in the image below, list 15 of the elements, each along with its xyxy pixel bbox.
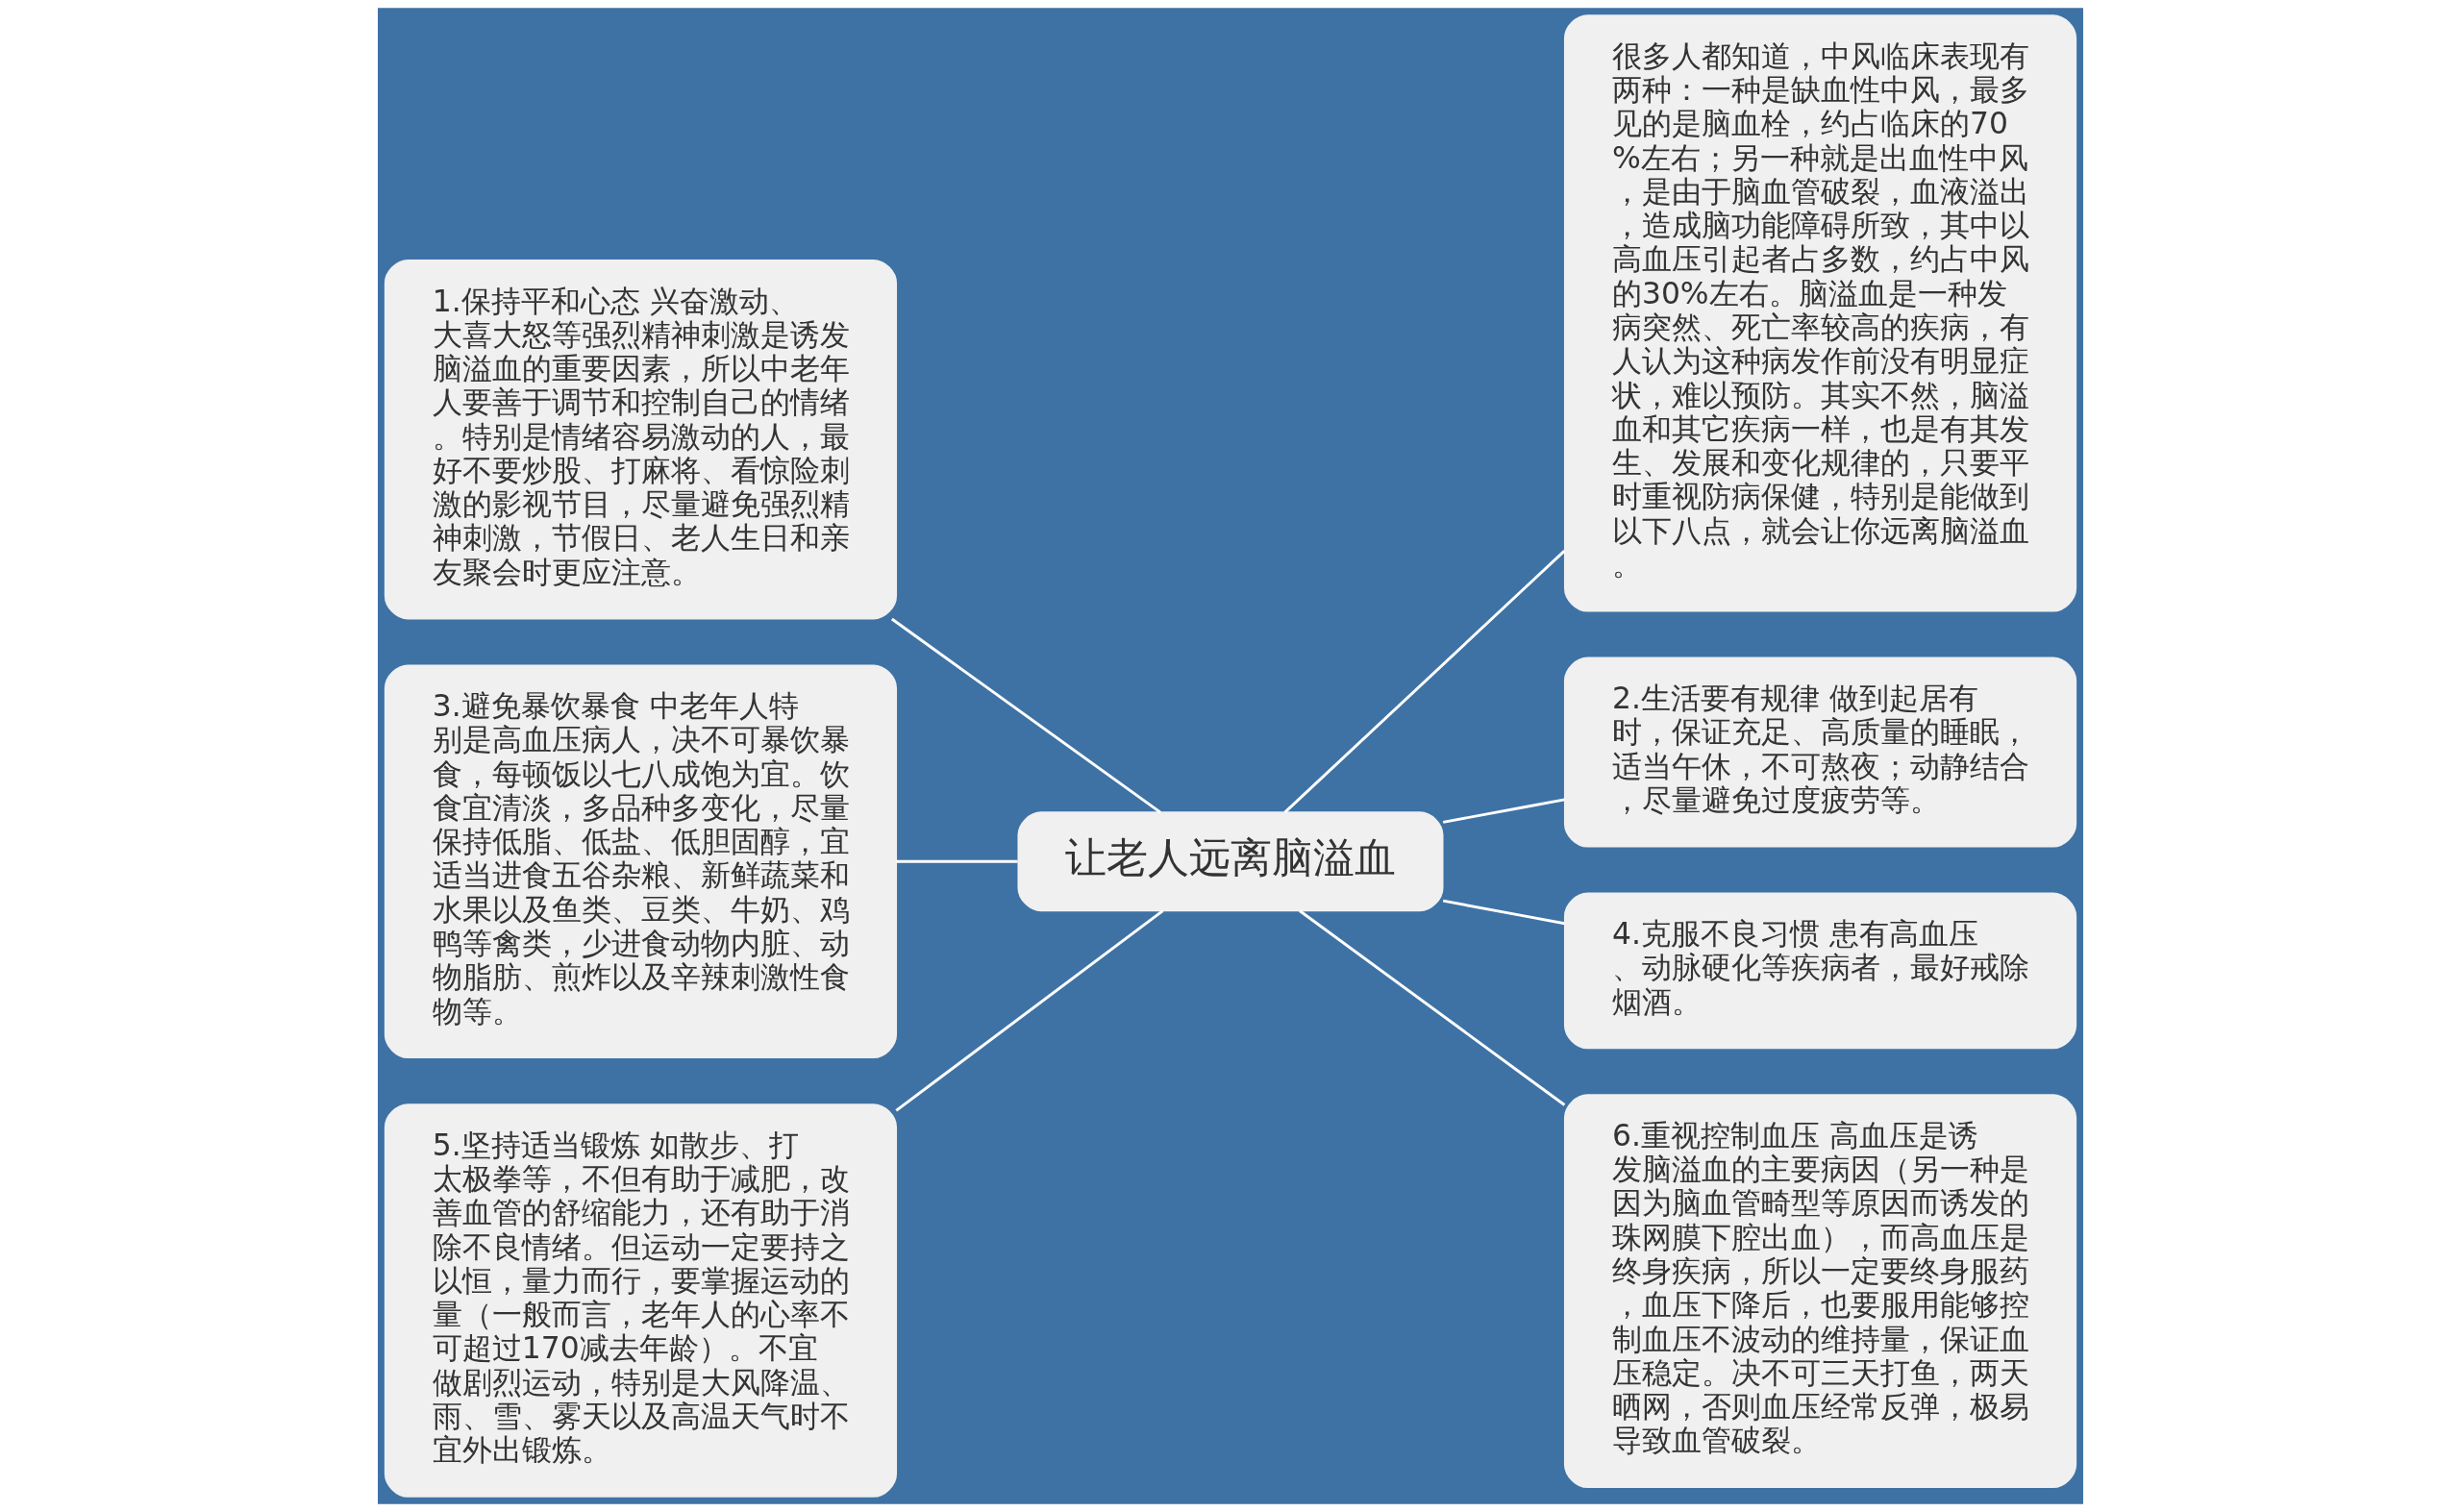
node-box: 让老人远离脑溢血 [1017,811,1444,912]
connector [1299,909,1566,1106]
node-box: 5.坚持适当锻炼 如散步、打太极拳等，不但有助于减肥，改善血管的舒缩能力，还有助于消除不良情绪。但运动一定要持之以恒，量力而行，要掌握运动的量（一般而言，老年人的心率不可超过170减去年龄）。不宜做剧烈运动，特别是大风降温、雨、雪、雾天以及高温天气时不宜外出锻炼。 [384,1103,898,1498]
node-box: 很多人都知道，中风临床表现有两种：一种是缺血性中风，最多见的是脑血栓，约占临床的70%左右；另一种就是出血性中风，是由于脑血管破裂，血液溢出，造成脑功能障碍所致，其中以高血压引起者占多数，约占中风的30%左右。脑溢血是一种发病突然、死亡率较高的疾病，有人认为这种病发作前没有明显症状，难以预防。其实不然，脑溢血和其它疾病一样，也是有其发生、发展和变化规律的，只要平时重视防病保健，特别是能做到以下八点，就会让你远离脑溢血。 [1563,14,2077,612]
node-box: 4.克服不良习惯 患有高血压、动脉硬化等疾病者，最好戒除烟酒。 [1563,892,2077,1050]
connector [890,617,1161,814]
node-box: 2.生活要有规律 做到起居有时，保证充足、高质量的睡眠，适当午休，不可熬夜；动静结合，尽量避免过度疲劳等。 [1563,657,2077,848]
node-box: 6.重视控制血压 高血压是诱发脑溢血的主要病因（另一种是因为脑血管畸型等原因而诱发的珠网膜下腔出血），而高血压是终身疾病，所以一定要终身服药，血压下降后，也要服用能够控制血压不波动的维持量，保证血压稳定。决不可三天打鱼，两天晒网，否则血压经常反弹，极易导致血管破裂。 [1563,1094,2077,1489]
node-box: 1.保持平和心态 兴奋激动、大喜大怒等强烈精神刺激是诱发脑溢血的重要因素，所以中老年人要善于调节和控制自己的情绪。特别是情绪容易激动的人，最好不要炒股、打麻将、看惊险刺激的影视节目，尽量避免强烈精神刺激，节假日、老人生日和亲友聚会时更应注意。 [384,259,898,620]
connector [1283,550,1566,814]
connector [896,859,1018,863]
connector [1442,899,1565,926]
node-box: 3.避免暴饮暴食 中老年人特别是高血压病人，决不可暴饮暴食，每顿饭以七八成饱为宜。饮食宜清淡，多品种多变化，尽量保持低脂、低盐、低胆固醇，宜适当进食五谷杂粮、新鲜蔬菜和水果以及鱼类、豆类、牛奶、鸡鸭等禽类，少进食动物内脏、动物脂肪、煎炸以及辛辣刺激性食物等。 [384,664,898,1059]
connector [1442,798,1565,824]
connector [895,909,1164,1112]
